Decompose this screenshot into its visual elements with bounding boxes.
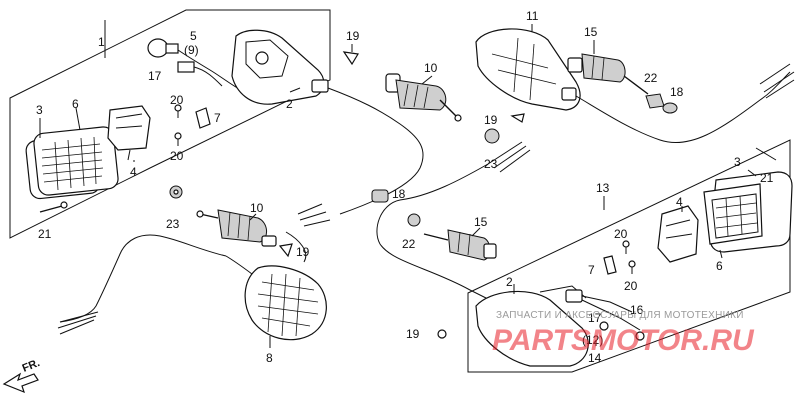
callout-12: (12) <box>582 333 603 347</box>
wire-c <box>487 141 523 165</box>
callout-19-b: 19 <box>296 245 310 259</box>
callout-6: 6 <box>72 97 79 111</box>
callout-15-b: 15 <box>474 215 488 229</box>
turn-signal-housing-11 <box>475 28 795 144</box>
bulb-17-bottom <box>599 321 609 331</box>
rubber-mount-10-bottom <box>196 209 277 247</box>
callout-1: 1 <box>98 35 105 49</box>
wire-b <box>493 145 527 169</box>
callout-5: 5 <box>190 29 197 43</box>
callout-4: 4 <box>130 165 137 179</box>
callout-19-a: 19 <box>346 29 360 43</box>
callout-17-b: 17 <box>588 311 602 325</box>
callout-22-a: 22 <box>644 71 658 85</box>
callout-19-d: 19 <box>406 327 420 341</box>
watermark-caption: ЗАПЧАСТИ И АКСЕССУАРЫ ДЛЯ МОТОТЕХНИКИ <box>496 310 744 321</box>
callout-20-d: 20 <box>624 279 638 293</box>
washer-18-top <box>662 102 678 114</box>
callout-20-b: 20 <box>170 149 184 163</box>
front-direction-label: FR. <box>21 357 42 375</box>
screw-20b <box>174 132 182 140</box>
callout-21-b: 21 <box>760 171 774 185</box>
grommet-19-mid <box>278 243 293 258</box>
plate-7 <box>195 107 211 129</box>
screw-head <box>60 201 68 209</box>
bulb-17-top <box>147 38 245 93</box>
turn-signal-housing-bottom <box>475 285 641 367</box>
spacer-hole <box>173 189 179 195</box>
callout-4-b: 4 <box>676 195 683 209</box>
turn-signal-housing-top <box>231 29 424 215</box>
callout-3-b: 3 <box>734 155 741 169</box>
callout-15-a: 15 <box>584 25 598 39</box>
callout-11: 11 <box>526 9 539 23</box>
callout-10-a: 10 <box>424 61 438 75</box>
callout-8: 8 <box>266 351 273 365</box>
callout-14: 14 <box>588 351 602 365</box>
callout-16: 16 <box>630 303 644 317</box>
socket-left <box>107 105 151 161</box>
leader-3-right <box>747 169 757 177</box>
leader-6 <box>75 107 81 131</box>
spacer-23-right <box>484 128 500 144</box>
callout-23-b: 23 <box>484 157 498 171</box>
callout-20-a: 20 <box>170 93 184 107</box>
washer-18-mid <box>371 189 389 203</box>
leader-6-right <box>719 249 723 259</box>
callout-13: 13 <box>596 181 610 195</box>
callout-2-b: 2 <box>506 275 513 289</box>
grommet-19-bottom <box>437 329 447 339</box>
callout-23: 23 <box>166 217 180 231</box>
callout-18-a: 18 <box>670 85 684 99</box>
callout-22-b: 22 <box>402 237 416 251</box>
screw-20c <box>622 240 630 248</box>
callout-2: 2 <box>286 97 293 111</box>
leader-15-mid <box>471 227 481 237</box>
plate-7-right <box>603 255 617 275</box>
callout-7-b: 7 <box>588 263 595 277</box>
callout-10-b: 10 <box>250 201 264 215</box>
turn-signal-housing-front-left <box>57 203 331 341</box>
rear-lens-left <box>25 126 119 200</box>
watermark-brand: PARTSMOTOR.RU <box>492 324 755 357</box>
rubber-mount-15-top <box>567 53 649 95</box>
leader-10-top <box>421 75 433 85</box>
callout-6-b: 6 <box>716 259 723 273</box>
nut-22-top <box>645 93 665 109</box>
rubber-mount-10-top <box>385 73 462 122</box>
rubber-mount-15-mid <box>423 229 497 261</box>
bulb-16 <box>635 331 645 341</box>
callout-7: 7 <box>214 111 221 125</box>
callout-19-c: 19 <box>484 113 498 127</box>
rear-lens-right <box>703 171 793 253</box>
front-direction-arrow <box>2 372 39 394</box>
screw-21-left <box>39 205 63 213</box>
nut-22-mid <box>407 213 421 227</box>
group-frame-1 <box>9 9 331 239</box>
wire-a <box>499 149 531 173</box>
grommet-19-right <box>510 113 525 123</box>
screw-21-right <box>755 147 777 161</box>
leader-2-top <box>289 87 301 93</box>
screw-20d <box>628 260 636 268</box>
callout-18-b: 18 <box>392 187 406 201</box>
leader-10-bottom <box>249 213 257 221</box>
group-frame-13 <box>467 139 791 373</box>
callout-20-c: 20 <box>614 227 628 241</box>
socket-right <box>657 205 699 263</box>
callout-9: (9) <box>184 43 199 57</box>
wire-harness-right <box>376 163 495 303</box>
grommet-19-top <box>342 51 359 66</box>
callout-3: 3 <box>36 103 43 117</box>
callout-17: 17 <box>148 69 162 83</box>
callout-21: 21 <box>38 227 52 241</box>
